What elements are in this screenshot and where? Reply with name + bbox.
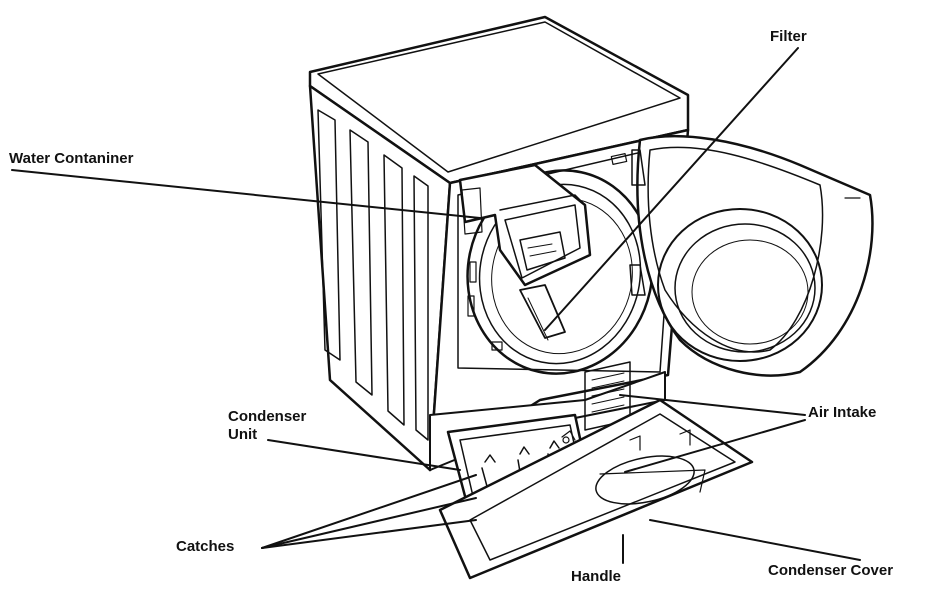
label-condenser-cover: Condenser Cover xyxy=(768,562,894,579)
dryer-side-panel xyxy=(308,84,452,472)
label-water-container: Water Contaniner xyxy=(9,150,134,167)
catches-leader-2 xyxy=(261,497,477,549)
catches-leader-1 xyxy=(261,474,477,549)
air-intake-leader-2 xyxy=(624,419,806,473)
catches-leader-3 xyxy=(261,519,477,549)
label-condenser-unit: Condenser Unit xyxy=(228,408,306,444)
condenser-unit-leader xyxy=(267,439,461,471)
label-filter: Filter xyxy=(770,28,807,45)
drum-opening xyxy=(466,169,654,375)
condenser-cover xyxy=(438,398,754,580)
label-condenser-unit-line2: Unit xyxy=(228,426,258,443)
label-condenser-unit-line1: Condenser xyxy=(228,408,307,425)
label-catches: Catches xyxy=(176,538,235,555)
water-container-leader xyxy=(11,169,481,219)
water-container xyxy=(458,163,592,287)
dryer-door xyxy=(629,134,874,377)
label-air-intake: Air Intake xyxy=(808,404,877,421)
air-intake-leader-1 xyxy=(619,394,806,416)
filter-leader xyxy=(544,47,799,331)
condenser-cover-leader xyxy=(649,519,861,561)
leader-lines xyxy=(11,47,861,564)
filter xyxy=(519,284,566,341)
label-handle: Handle xyxy=(571,568,622,585)
